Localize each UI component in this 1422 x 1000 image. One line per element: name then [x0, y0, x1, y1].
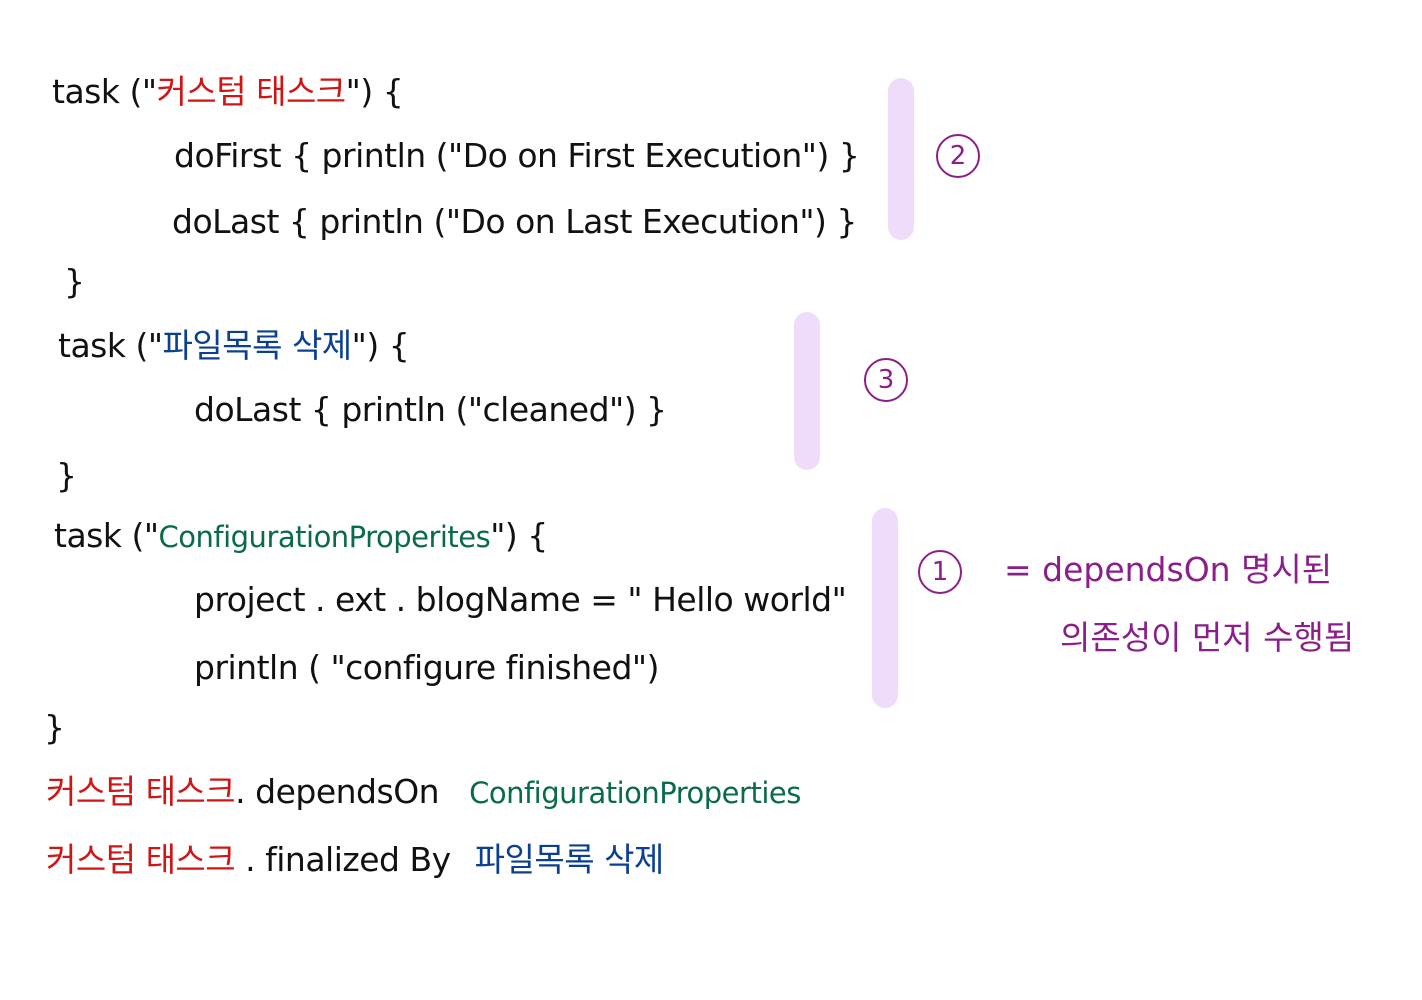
- task-config-assign: project . ext . blogName = " Hello world…: [194, 580, 847, 619]
- task-custom-name: 커스텀 태스크: [156, 72, 347, 111]
- task-config-name: ConfigurationProperites: [158, 520, 491, 554]
- finalized-target: 커스텀 태스크: [46, 840, 236, 879]
- task-custom-close: }: [64, 262, 85, 301]
- task-keyword: task (": [54, 516, 159, 555]
- task-header-suffix: ") {: [351, 326, 410, 365]
- order-marker-2: 2: [936, 134, 980, 178]
- order-note-line2: 의존성이 먼저 수행됨: [1060, 618, 1355, 657]
- task-files-close: }: [56, 456, 77, 495]
- task-config-header: task ("ConfigurationProperites") {: [54, 516, 548, 557]
- task-keyword: task (": [52, 72, 157, 111]
- task-header-suffix: ") {: [490, 516, 548, 555]
- order-note-line1: = dependsOn 명시된: [1004, 550, 1333, 589]
- task-files-dolast: doLast { println ("cleaned") }: [194, 390, 667, 429]
- finalized-method: . finalized By: [245, 840, 451, 879]
- depends-method: . dependsOn: [235, 772, 440, 811]
- task-keyword: task (": [58, 326, 163, 365]
- highlight-bar-block2: [794, 312, 820, 470]
- task-config-close: }: [44, 708, 65, 747]
- order-marker-3: 3: [864, 358, 908, 402]
- task-custom-header: task ("커스텀 태스크") {: [52, 72, 404, 112]
- finalized-arg: 파일목록 삭제: [474, 840, 665, 879]
- finalized-by-statement: 커스텀 태스크. finalized By 파일목록 삭제: [46, 840, 664, 880]
- task-header-suffix: ") {: [345, 72, 404, 111]
- task-custom-dolast: doLast { println ("Do on Last Execution"…: [172, 202, 857, 241]
- highlight-bar-block3: [872, 508, 898, 708]
- depends-arg: ConfigurationProperties: [469, 776, 801, 810]
- depends-on-statement: 커스텀 태스크. dependsOn ConfigurationPropertie…: [46, 772, 801, 813]
- highlight-bar-block1: [888, 78, 914, 240]
- task-custom-dofirst: doFirst { println ("Do on First Executio…: [174, 136, 860, 175]
- order-marker-1: 1: [918, 550, 962, 594]
- task-files-name: 파일목록 삭제: [162, 326, 353, 365]
- task-files-header: task ("파일목록 삭제") {: [58, 326, 410, 366]
- depends-target: 커스텀 태스크: [46, 772, 236, 811]
- task-config-println: println ( "configure finished"): [194, 648, 659, 687]
